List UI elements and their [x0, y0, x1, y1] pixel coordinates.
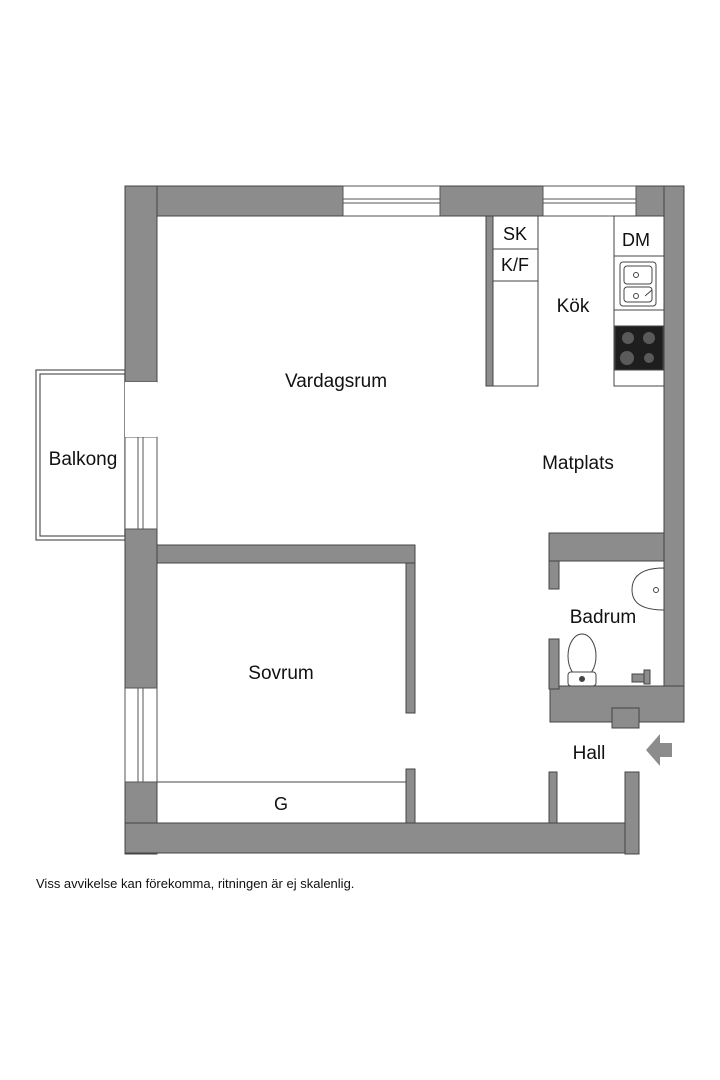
windows	[124, 185, 637, 783]
stove-icon	[614, 325, 664, 371]
room-label-hall: Hall	[573, 743, 606, 764]
fixture-label-sk: SK	[503, 224, 527, 244]
sink-icon	[619, 261, 657, 307]
faucet-icon	[631, 669, 651, 685]
fixture-label-kf: K/F	[501, 255, 529, 275]
room-label-badrum: Badrum	[570, 607, 637, 628]
fixture-label-dm: DM	[622, 230, 650, 250]
washbasin-icon	[631, 567, 665, 611]
disclaimer-text: Viss avvikelse kan förekomma, ritningen …	[36, 876, 355, 891]
room-label-balkong: Balkong	[49, 449, 118, 470]
room-label-sovrum: Sovrum	[248, 663, 313, 684]
entrance-arrow-icon	[646, 734, 672, 766]
room-label-kok: Kök	[557, 296, 590, 317]
room-label-matplats: Matplats	[542, 453, 614, 474]
toilet-icon	[567, 633, 597, 687]
fixture-label-g: G	[274, 794, 288, 814]
interior-walls	[156, 215, 665, 824]
wardrobe	[156, 781, 407, 824]
room-label-vardagsrum: Vardagsrum	[285, 371, 387, 392]
